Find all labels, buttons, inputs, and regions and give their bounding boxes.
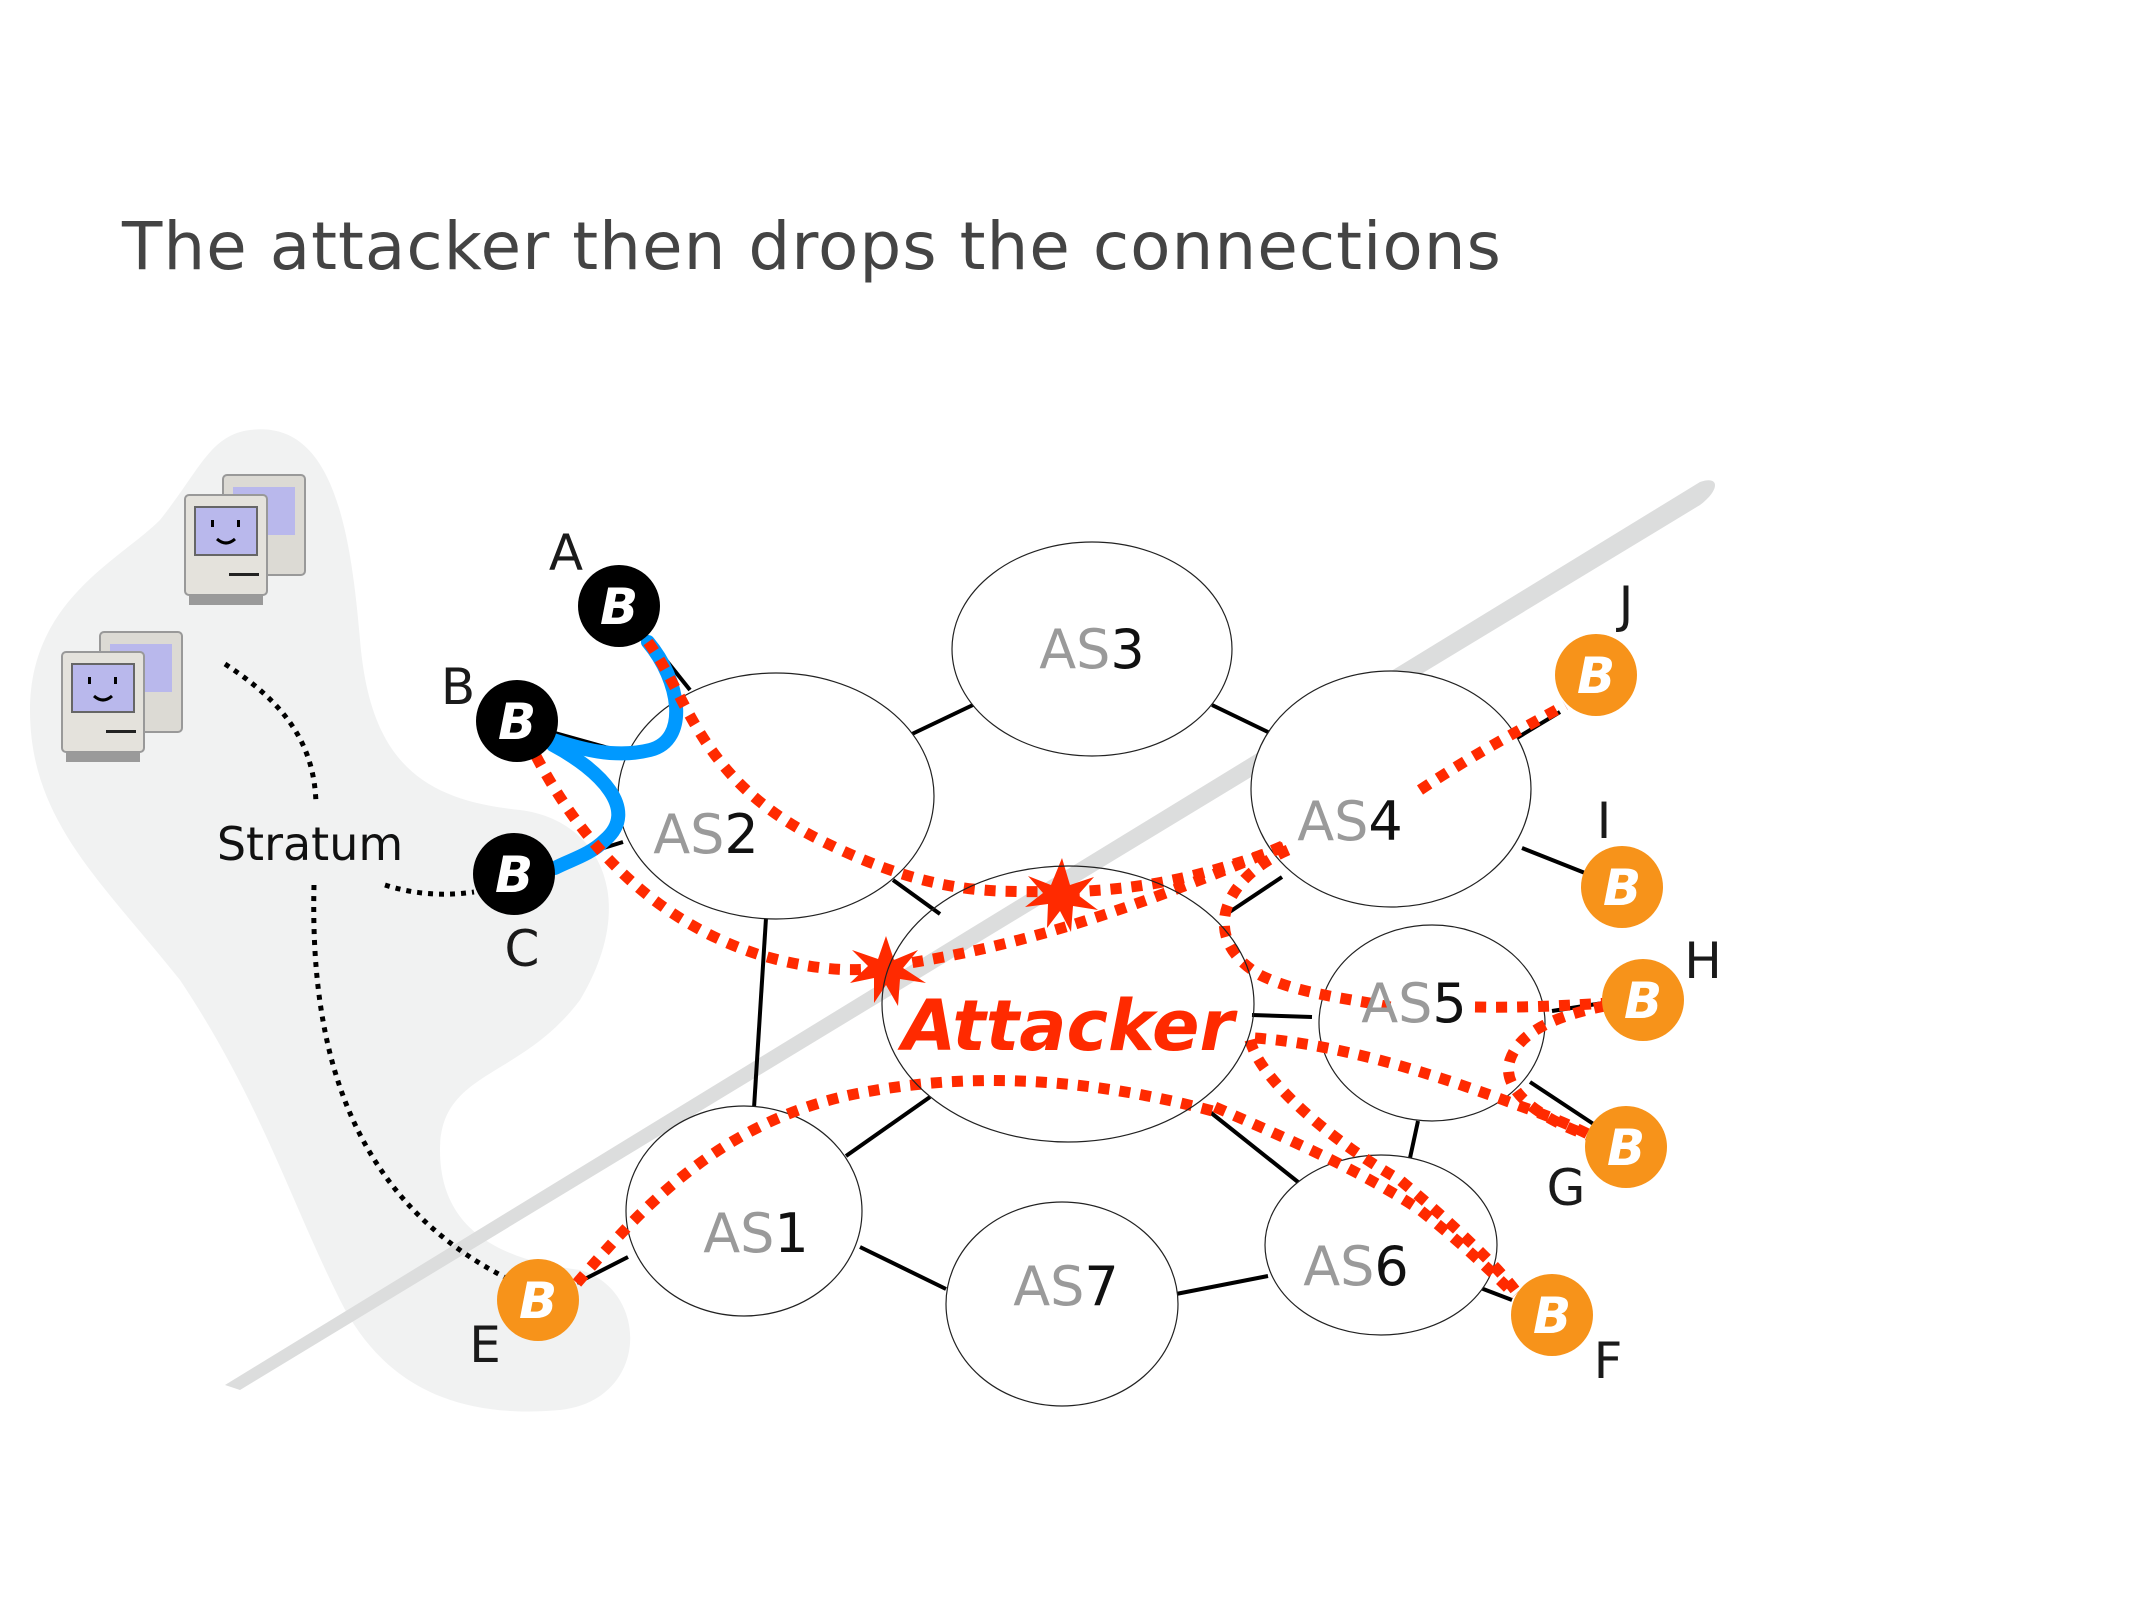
link-as2-as3 bbox=[911, 702, 976, 736]
bitcoin-icon: B bbox=[519, 1272, 557, 1330]
as3-label: AS3 bbox=[1039, 618, 1145, 681]
link-as6-f bbox=[1477, 1285, 1513, 1302]
node-label-a: A bbox=[549, 524, 583, 582]
stratum-line-e bbox=[311, 884, 512, 1283]
link-as2-attacker bbox=[891, 878, 942, 916]
classic-mac-computer-icon bbox=[184, 474, 306, 605]
bitcoin-icon: B bbox=[495, 846, 533, 904]
link-as2-as1 bbox=[752, 917, 768, 1109]
stratum-line-top bbox=[223, 661, 319, 806]
link-as5-g bbox=[1528, 1080, 1597, 1127]
path-e-attacker bbox=[572, 1075, 1222, 1287]
bitcoin-node-j[interactable]: B bbox=[1555, 634, 1637, 716]
bitcoin-icon: B bbox=[1607, 1119, 1645, 1177]
bitcoin-icon: B bbox=[1533, 1287, 1571, 1345]
bitcoin-node-a[interactable]: B bbox=[578, 565, 660, 647]
node-label-j: J bbox=[1616, 576, 1634, 634]
attacker-label: Attacker bbox=[897, 985, 1239, 1067]
link-attacker-as1 bbox=[844, 1095, 932, 1158]
blue-link-a-b bbox=[546, 635, 684, 761]
node-label-g: G bbox=[1547, 1159, 1586, 1217]
node-label-b: B bbox=[441, 658, 475, 716]
as7-ellipse bbox=[945, 1201, 1179, 1407]
as4-ellipse bbox=[1250, 670, 1532, 908]
explosion-star-icon bbox=[1025, 858, 1098, 932]
bitcoin-icon: B bbox=[1624, 972, 1662, 1030]
bitcoin-icon: B bbox=[498, 693, 536, 751]
path-as4-j bbox=[1416, 700, 1568, 795]
node-label-e: E bbox=[469, 1316, 501, 1374]
bitcoin-icon: B bbox=[1577, 647, 1615, 705]
stratum-label: Stratum bbox=[217, 817, 403, 871]
node-label-c: C bbox=[505, 920, 540, 978]
bitcoin-node-i[interactable]: B bbox=[1581, 846, 1663, 928]
link-as5-as6 bbox=[1408, 1120, 1420, 1159]
link-as4-attacker bbox=[1226, 875, 1284, 915]
node-label-f: F bbox=[1594, 1332, 1623, 1390]
as3-ellipse bbox=[951, 541, 1233, 757]
as5-ellipse bbox=[1318, 924, 1546, 1122]
as7-label: AS7 bbox=[1013, 1255, 1119, 1318]
blue-link-b-c bbox=[546, 738, 626, 875]
bitcoin-icon: B bbox=[600, 578, 638, 636]
as6-label: AS6 bbox=[1303, 1235, 1409, 1298]
bitcoin-node-f[interactable]: B bbox=[1511, 1274, 1593, 1356]
as5-label: AS5 bbox=[1361, 972, 1467, 1035]
slide-title: The attacker then drops the connections bbox=[122, 208, 1502, 285]
link-attacker-as6 bbox=[1208, 1110, 1300, 1184]
link-as3-as4 bbox=[1211, 703, 1271, 735]
link-as7-as6 bbox=[1175, 1274, 1269, 1296]
as1-label: AS1 bbox=[703, 1202, 809, 1265]
stratum-blue-links bbox=[546, 635, 684, 875]
as2-label: AS2 bbox=[653, 803, 759, 866]
classic-mac-computer-icon bbox=[61, 631, 183, 762]
node-label-i: I bbox=[1597, 792, 1612, 850]
stratum-lines bbox=[223, 661, 512, 1283]
path-attacker-f-1 bbox=[1244, 1038, 1520, 1294]
bitcoin-icon: B bbox=[1603, 859, 1641, 917]
path-b-attacker-as4 bbox=[531, 753, 1288, 976]
as1-ellipse bbox=[625, 1105, 863, 1317]
stratum-line-c bbox=[384, 882, 475, 897]
path-as4-attacker-as5-h bbox=[1218, 844, 1392, 1013]
as2-ellipse bbox=[617, 672, 935, 920]
attacker-ellipse bbox=[881, 865, 1255, 1143]
link-as4-i bbox=[1521, 846, 1586, 875]
bitcoin-node-b[interactable]: B bbox=[476, 680, 558, 762]
as6-ellipse bbox=[1264, 1154, 1498, 1336]
path-attacker-g bbox=[1254, 1032, 1599, 1143]
link-attacker-as5 bbox=[1251, 1013, 1313, 1019]
path-h-g-loop bbox=[1503, 1000, 1607, 1144]
path-attacker-f-2 bbox=[1212, 1101, 1519, 1299]
bitcoin-node-c[interactable]: B bbox=[473, 833, 555, 915]
bitcoin-node-h[interactable]: B bbox=[1602, 959, 1684, 1041]
as4-label: AS4 bbox=[1297, 790, 1403, 853]
bitcoin-node-e[interactable]: B bbox=[497, 1259, 579, 1341]
node-label-h: H bbox=[1684, 932, 1722, 990]
path-as5-h bbox=[1474, 997, 1611, 1013]
link-as1-as7 bbox=[859, 1245, 947, 1291]
bitcoin-node-g[interactable]: B bbox=[1585, 1106, 1667, 1188]
attack-paths bbox=[531, 638, 1611, 1299]
path-a-attacker-as4 bbox=[643, 638, 1292, 898]
